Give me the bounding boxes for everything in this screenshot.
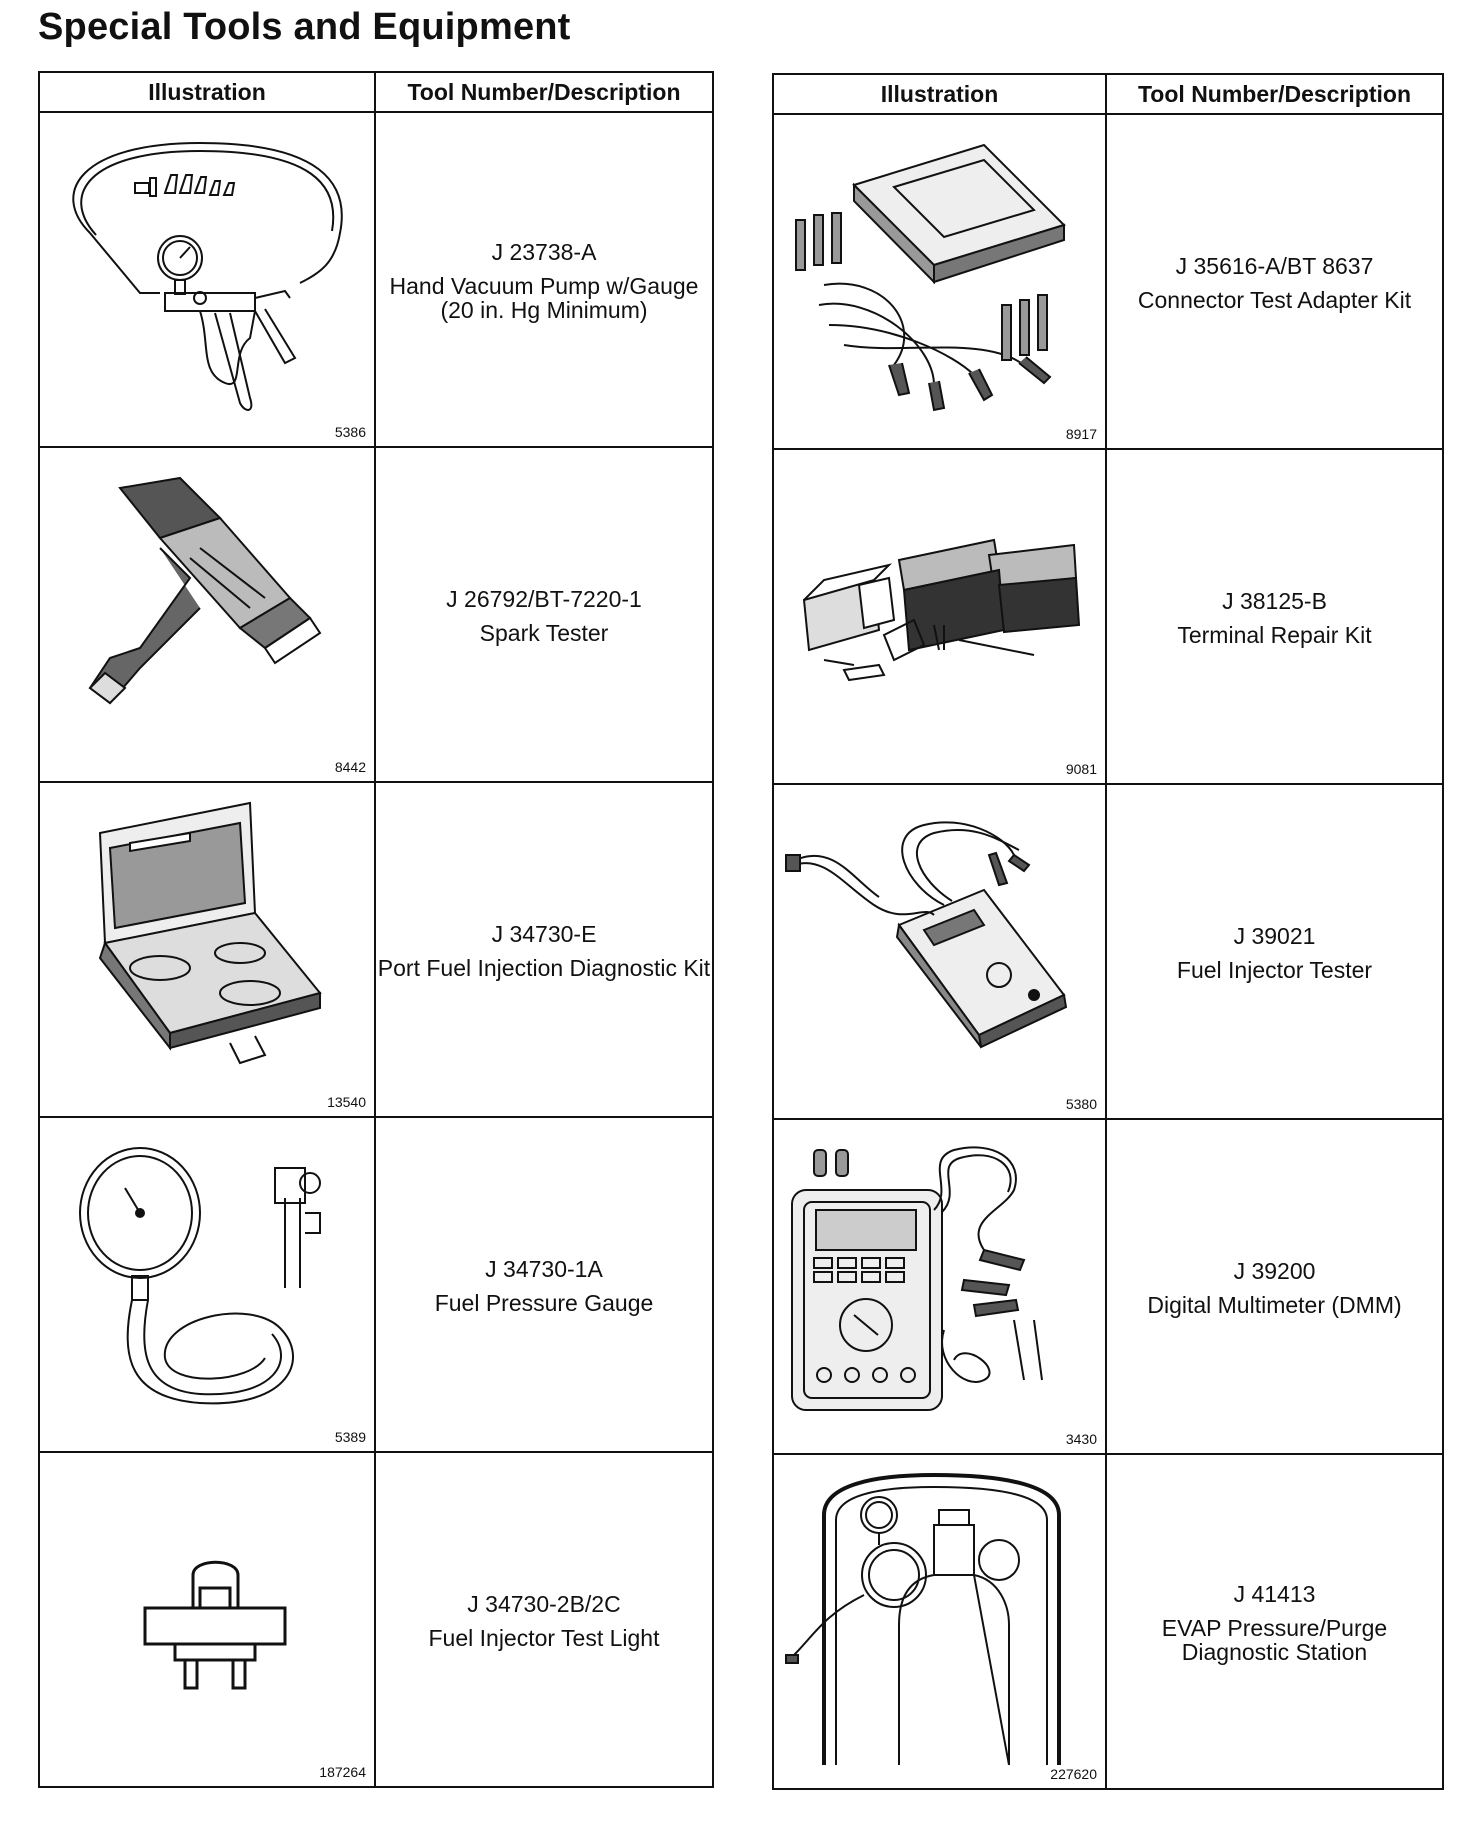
illustration-cell: 5386 bbox=[38, 111, 376, 448]
illustration-cell: 9081 bbox=[772, 448, 1107, 785]
fuel-injector-tester-illustration bbox=[784, 795, 1097, 1095]
page-title: Special Tools and Equipment bbox=[38, 6, 571, 48]
tool-number: J 23738-A bbox=[491, 238, 597, 265]
tool-number: J 34730-E bbox=[491, 920, 597, 947]
figure-number: 8442 bbox=[334, 759, 366, 775]
hand-vacuum-pump-illustration bbox=[50, 123, 366, 423]
tool-number: J 34730-1A bbox=[485, 1255, 603, 1282]
tool-description: Terminal Repair Kit bbox=[1177, 621, 1372, 648]
description-cell: J 35616-A/BT 8637 Connector Test Adapter… bbox=[1105, 113, 1444, 450]
table-row: 9081 J 38125-B Terminal Repair Kit bbox=[772, 448, 1444, 785]
tool-number: J 34730-2B/2C bbox=[467, 1590, 621, 1617]
tool-description: Fuel Injector Test Light bbox=[428, 1624, 660, 1651]
tool-description: Digital Multimeter (DMM) bbox=[1147, 1291, 1402, 1318]
description-cell: J 34730-1A Fuel Pressure Gauge bbox=[374, 1116, 714, 1453]
tool-number: J 39200 bbox=[1233, 1257, 1316, 1284]
tool-number: J 39021 bbox=[1233, 922, 1316, 949]
connector-adapter-kit-illustration bbox=[784, 125, 1097, 425]
table-row: 227620 J 41413 EVAP Pressure/Purge Diagn… bbox=[772, 1453, 1444, 1790]
tool-description: EVAP Pressure/Purge Diagnostic Station bbox=[1161, 1614, 1388, 1665]
table-header-row: Illustration Tool Number/Description bbox=[38, 71, 714, 113]
illustration-cell: 13540 bbox=[38, 781, 376, 1118]
figure-number: 5380 bbox=[1065, 1096, 1097, 1112]
table-row: 5389 J 34730-1A Fuel Pressure Gauge bbox=[38, 1116, 714, 1453]
description-cell: J 39021 Fuel Injector Tester bbox=[1105, 783, 1444, 1120]
illustration-cell: 8917 bbox=[772, 113, 1107, 450]
injector-test-light-illustration bbox=[50, 1463, 366, 1763]
illustration-cell: 5389 bbox=[38, 1116, 376, 1453]
tool-number: J 35616-A/BT 8637 bbox=[1175, 252, 1374, 279]
table-row: 8442 J 26792/BT-7220-1 Spark Tester bbox=[38, 446, 714, 783]
table-row: 5380 J 39021 Fuel Injector Tester bbox=[772, 783, 1444, 1120]
illustration-cell: 8442 bbox=[38, 446, 376, 783]
figure-number: 9081 bbox=[1065, 761, 1097, 777]
right-tools-table: Illustration Tool Number/Description bbox=[772, 73, 1444, 1790]
illustration-header: Illustration bbox=[772, 73, 1107, 115]
left-tools-table: Illustration Tool Number/Description bbox=[38, 71, 714, 1788]
table-row: 5386 J 23738-A Hand Vacuum Pump w/Gauge … bbox=[38, 111, 714, 448]
description-cell: J 39200 Digital Multimeter (DMM) bbox=[1105, 1118, 1444, 1455]
evap-station-illustration bbox=[784, 1465, 1097, 1765]
tool-number: J 26792/BT-7220-1 bbox=[446, 585, 642, 612]
terminal-repair-kit-illustration bbox=[784, 460, 1097, 760]
illustration-cell: 3430 bbox=[772, 1118, 1107, 1455]
description-cell: J 26792/BT-7220-1 Spark Tester bbox=[374, 446, 714, 783]
tool-description: Connector Test Adapter Kit bbox=[1137, 286, 1412, 313]
figure-number: 13540 bbox=[327, 1094, 366, 1110]
illustration-cell: 187264 bbox=[38, 1451, 376, 1788]
illustration-cell: 5380 bbox=[772, 783, 1107, 1120]
table-row: 187264 J 34730-2B/2C Fuel Injector Test … bbox=[38, 1451, 714, 1788]
description-cell: J 23738-A Hand Vacuum Pump w/Gauge (20 i… bbox=[374, 111, 714, 448]
figure-number: 8917 bbox=[1065, 426, 1097, 442]
description-cell: J 38125-B Terminal Repair Kit bbox=[1105, 448, 1444, 785]
tool-description: Hand Vacuum Pump w/Gauge (20 in. Hg Mini… bbox=[389, 272, 699, 323]
table-header-row: Illustration Tool Number/Description bbox=[772, 73, 1444, 115]
figure-number: 187264 bbox=[319, 1764, 366, 1780]
tool-header: Tool Number/Description bbox=[374, 71, 714, 113]
tool-number: J 41413 bbox=[1233, 1580, 1316, 1607]
tool-header: Tool Number/Description bbox=[1105, 73, 1444, 115]
table-row: 8917 J 35616-A/BT 8637 Connector Test Ad… bbox=[772, 113, 1444, 450]
tool-description: Fuel Pressure Gauge bbox=[434, 1289, 654, 1316]
description-cell: J 41413 EVAP Pressure/Purge Diagnostic S… bbox=[1105, 1453, 1444, 1790]
tool-description: Port Fuel Injection Diagnostic Kit bbox=[377, 954, 711, 981]
table-row: 3430 J 39200 Digital Multimeter (DMM) bbox=[772, 1118, 1444, 1455]
illustration-cell: 227620 bbox=[772, 1453, 1107, 1790]
digital-multimeter-illustration bbox=[784, 1130, 1097, 1430]
tool-description: Fuel Injector Tester bbox=[1176, 956, 1373, 983]
figure-number: 3430 bbox=[1065, 1431, 1097, 1447]
figure-number: 5386 bbox=[334, 424, 366, 440]
description-cell: J 34730-2B/2C Fuel Injector Test Light bbox=[374, 1451, 714, 1788]
description-cell: J 34730-E Port Fuel Injection Diagnostic… bbox=[374, 781, 714, 1118]
spark-tester-illustration bbox=[50, 458, 366, 758]
illustration-header: Illustration bbox=[38, 71, 376, 113]
fuel-pressure-gauge-illustration bbox=[50, 1128, 366, 1428]
diagnostic-kit-case-illustration bbox=[50, 793, 366, 1093]
table-row: 13540 J 34730-E Port Fuel Injection Diag… bbox=[38, 781, 714, 1118]
figure-number: 227620 bbox=[1050, 1766, 1097, 1782]
figure-number: 5389 bbox=[334, 1429, 366, 1445]
tool-number: J 38125-B bbox=[1222, 587, 1327, 614]
tool-description: Spark Tester bbox=[479, 619, 609, 646]
